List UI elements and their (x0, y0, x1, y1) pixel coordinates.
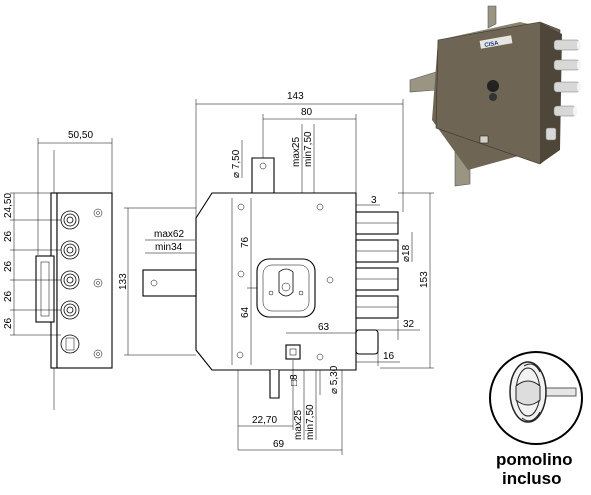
caption-line-2: incluso (502, 469, 562, 488)
dim-bolt-3: 3 (371, 195, 377, 206)
knob-icon (509, 361, 577, 423)
dim-front-pitch-4: 26 (3, 317, 14, 329)
dim-height-153: 153 (419, 271, 430, 288)
dim-69: 69 (273, 439, 285, 450)
dim-height-133: 133 (118, 273, 129, 290)
side-view: 143 80 max25 min7,50 ⌀ 7,50 max62 min34 … (118, 91, 434, 455)
dim-front-pitch-1: 26 (3, 230, 14, 242)
dim-bolt-d18: ⌀18 (401, 244, 412, 262)
dim-height-76: 76 (240, 236, 251, 248)
brand-logo: CISA (484, 40, 500, 49)
dim-min750-top: min7,50 (303, 131, 314, 167)
dim-2270: 22,70 (252, 415, 277, 426)
dim-max62: max62 (154, 229, 184, 240)
dim-front-pitch-3: 26 (3, 290, 14, 302)
side-bolt-icons (355, 211, 399, 355)
front-plate-view: 50,50 24,50 26 26 26 26 (3, 130, 113, 410)
dim-63: 63 (318, 322, 330, 333)
cylinder-window (256, 258, 316, 318)
front-screw-icons (93, 208, 103, 359)
dim-height-64: 64 (240, 306, 251, 318)
dim-hole-750: ⌀ 7,50 (231, 149, 242, 178)
dim-16: 16 (383, 351, 395, 362)
dim-min750-bottom: min7,50 (305, 404, 316, 440)
dim-max25-bottom: max25 (293, 410, 304, 440)
knob-illustration (489, 351, 583, 445)
lock-photo-icon: CISA (409, 5, 581, 187)
dim-square-8: □8 (289, 374, 300, 386)
dim-front-pitch-top: 24,50 (3, 193, 14, 218)
dim-front-pitch-2: 26 (3, 260, 14, 272)
dim-backset-80: 80 (301, 107, 313, 118)
dim-max25-top: max25 (291, 137, 302, 167)
dim-hole-530: ⌀ 5,30 (329, 365, 340, 394)
dim-min34: min34 (155, 242, 183, 253)
caption-line-1: pomolino (496, 450, 572, 469)
dim-32: 32 (403, 319, 415, 330)
dim-overall-width: 143 (287, 91, 304, 102)
dim-front-width: 50,50 (68, 130, 93, 141)
